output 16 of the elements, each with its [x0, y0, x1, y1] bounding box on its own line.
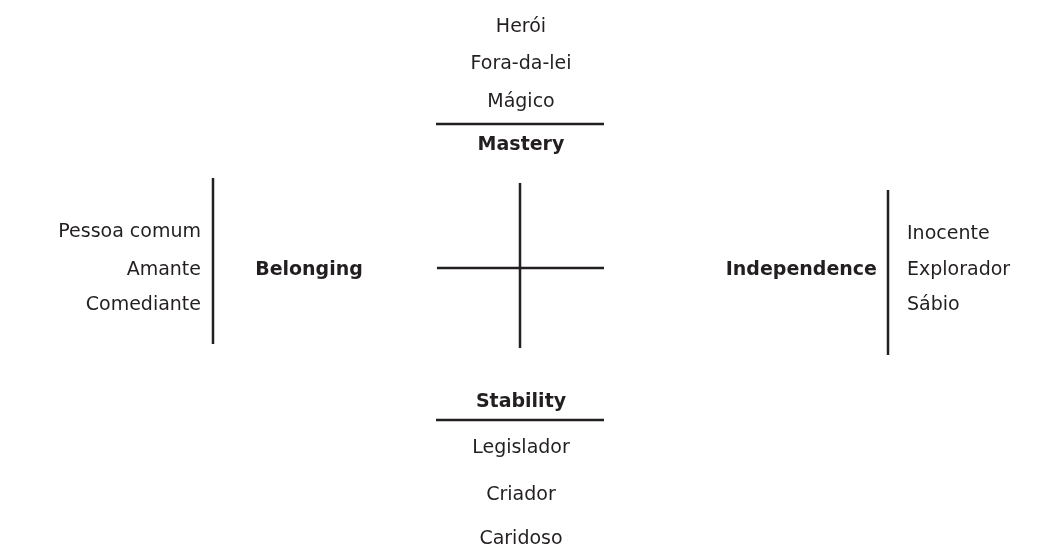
archetype-label: Comediante — [85, 291, 201, 315]
archetype-label: Herói — [495, 13, 547, 37]
archetype-label: Inocente — [907, 220, 990, 244]
axis-label: Stability — [475, 388, 567, 412]
archetype-label: Legislador — [472, 434, 570, 458]
archetype-label: Explorador — [907, 256, 1011, 280]
archetype-label: Amante — [126, 256, 201, 280]
axis-label: Independence — [725, 256, 877, 280]
archetype-label: Caridoso — [479, 525, 563, 546]
archetype-label: Sábio — [907, 291, 960, 315]
archetype-label: Mágico — [487, 88, 555, 112]
archetype-label: Criador — [486, 481, 556, 505]
archetype-label: Pessoa comum — [58, 218, 201, 242]
archetype-label: Fora-da-lei — [470, 50, 572, 74]
axis-label: Mastery — [477, 131, 565, 155]
axis-label: Belonging — [255, 256, 363, 280]
